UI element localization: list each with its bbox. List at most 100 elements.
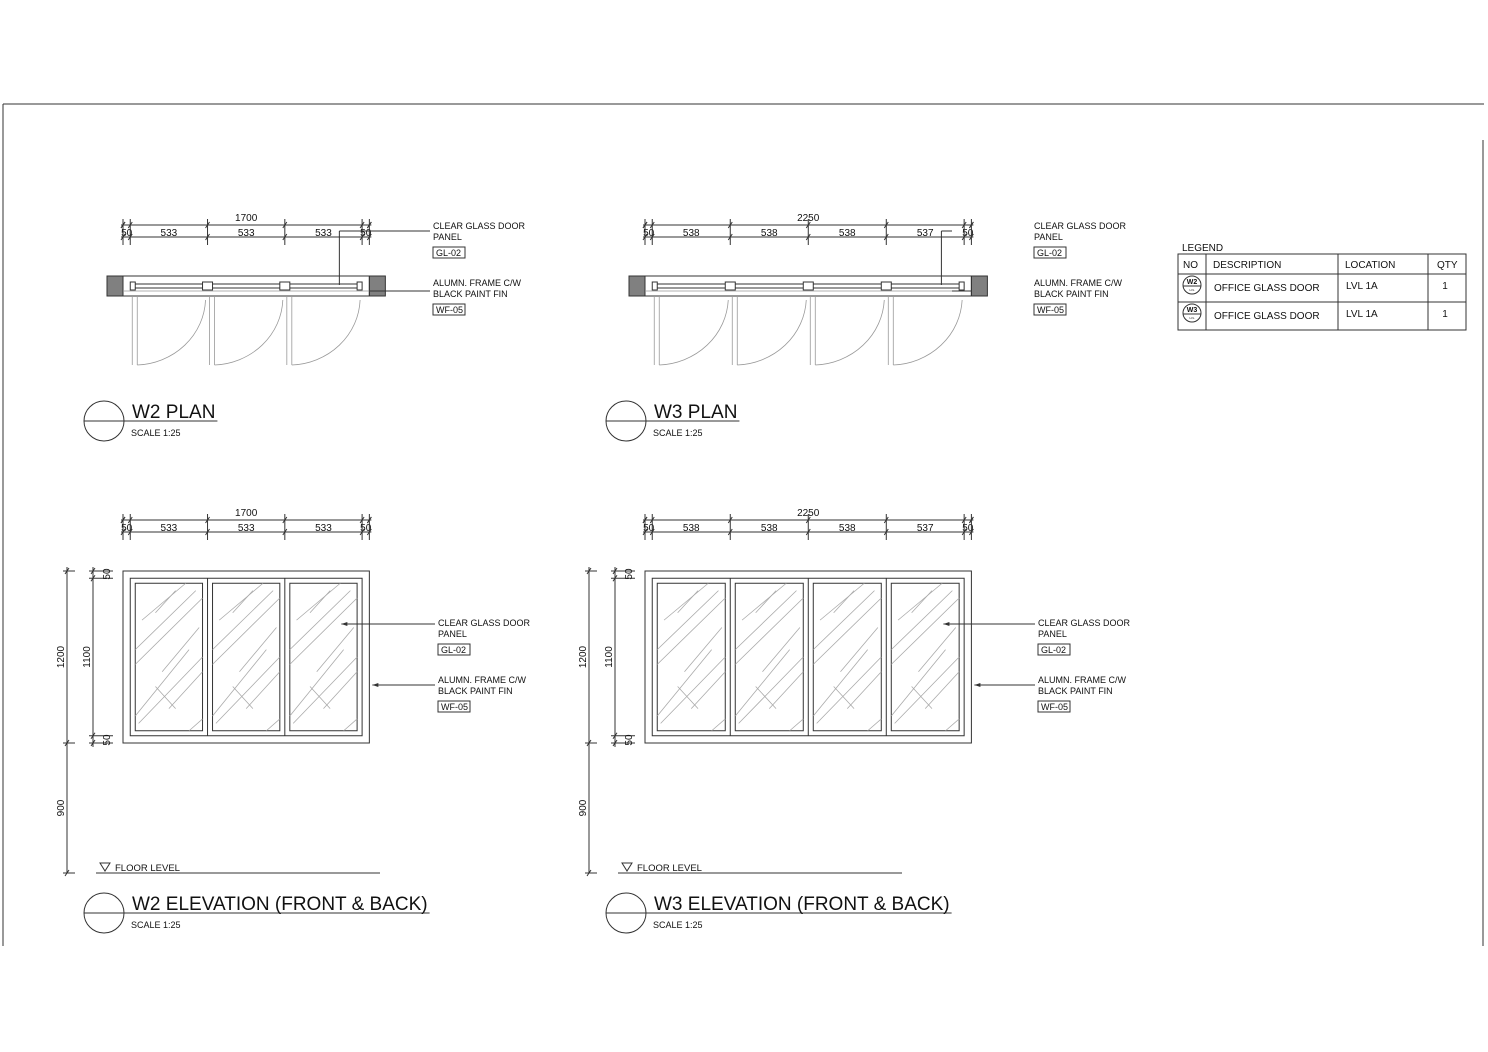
glass-hatch: [741, 582, 787, 621]
glass-code-box: [1037, 643, 1071, 656]
mullion: [129, 281, 136, 291]
tag-number: W3: [1187, 307, 1198, 314]
floor-level-label: FLOOR LEVEL: [637, 863, 702, 874]
dimension-tick: [649, 516, 655, 524]
glass-code: GL-02: [1037, 248, 1062, 258]
dimension-tick: [282, 516, 288, 524]
legend-title: LEGEND: [1182, 243, 1223, 254]
glass-hatch: [911, 686, 933, 709]
segment-width-label: 50: [121, 523, 133, 534]
glass-hatch: [656, 597, 726, 665]
mullion: [356, 281, 363, 291]
glass-hatch: [755, 590, 777, 614]
glass-hatch: [734, 649, 790, 717]
segment-width-label: 537: [917, 228, 934, 239]
elevation-inner-frame: [129, 577, 363, 737]
glass-hatch: [245, 671, 281, 709]
glass-hatch: [134, 590, 197, 650]
frame-code-box: [1037, 700, 1071, 713]
height-total-label: 1200: [578, 645, 589, 668]
glass-hatch: [816, 656, 882, 724]
door-swing-arc: [137, 299, 206, 366]
segment-width-label: 538: [683, 228, 700, 239]
elevation-outer-frame: [122, 570, 370, 744]
dimension-tick: [359, 221, 365, 229]
glass-height-label: 1100: [604, 646, 615, 668]
glass-hatch: [212, 649, 267, 717]
glass-hatch: [677, 590, 699, 614]
floor-level-label: FLOOR LEVEL: [115, 863, 180, 874]
glass-hatch: [232, 590, 254, 614]
door-swing-arc: [214, 299, 284, 366]
door-swing-arc: [737, 299, 807, 366]
glass-hatch: [867, 718, 882, 732]
mullion: [202, 281, 214, 291]
glass-hatch: [918, 627, 957, 673]
glass-hatch: [155, 590, 176, 614]
dimension-tick: [727, 221, 733, 229]
glass-hatch: [677, 686, 699, 709]
floor-level-icon: [99, 862, 111, 872]
drawing-scale: SCALE 1:25: [653, 428, 703, 438]
glass-hatch: [789, 718, 804, 732]
dimension-tick: [205, 516, 210, 524]
glass-hatch: [924, 671, 960, 709]
dimension-tick: [120, 221, 126, 229]
legend-header-description: DESCRIPTION: [1213, 260, 1281, 271]
glass-hatch: [316, 627, 355, 673]
glass-hatch: [663, 582, 709, 621]
glass-hatch: [232, 686, 254, 709]
drawing-scale: SCALE 1:25: [131, 428, 181, 438]
window-tag-icon: [1182, 275, 1202, 295]
plan-frame: [122, 275, 370, 297]
frame-code-box: [437, 700, 471, 713]
mullion: [724, 281, 736, 291]
segment-width-label: 50: [643, 228, 655, 239]
glass-hatch: [343, 718, 358, 732]
glass-hatch: [309, 686, 331, 709]
frame-code-box: [1033, 303, 1067, 316]
dimension-tick: [366, 221, 372, 229]
frame-code: WF-05: [441, 702, 468, 712]
glass-hatch: [289, 590, 351, 650]
glass-hatch: [141, 582, 186, 621]
frame-note-line2: BLACK PAINT FIN: [438, 686, 513, 696]
glass-hatch: [891, 597, 960, 665]
top-frame-height-label: 50: [102, 568, 113, 580]
segment-width-label: 533: [161, 523, 178, 534]
top-frame-height-label: 50: [624, 568, 635, 580]
segment-width-label: 50: [962, 523, 974, 534]
segment-width-label: 50: [643, 523, 655, 534]
glass-hatch: [215, 656, 281, 724]
glass-note-line2: PANEL: [438, 629, 467, 639]
segment-width-label: 538: [839, 228, 856, 239]
glass-hatch: [134, 597, 203, 665]
glass-hatch: [734, 590, 797, 650]
leader-arrow-icon: [372, 683, 379, 687]
glass-hatch: [134, 649, 190, 717]
glass-hatch: [212, 597, 281, 665]
glass-hatch: [812, 649, 868, 717]
frame-code-box: [432, 303, 466, 316]
glass-hatch: [188, 718, 203, 732]
overall-width-label: 2250: [797, 213, 820, 224]
glass-hatch: [812, 597, 882, 665]
glass-hatch: [212, 590, 274, 650]
glass-hatch: [296, 582, 341, 621]
legend-description: OFFICE GLASS DOOR: [1214, 311, 1320, 322]
segment-width-label: 50: [360, 228, 372, 239]
glass-note-line1: CLEAR GLASS DOOR: [438, 618, 531, 628]
dimension-tick: [883, 516, 889, 524]
glass-note-line1: CLEAR GLASS DOOR: [1038, 618, 1131, 628]
dimension-tick: [649, 221, 655, 229]
segment-width-label: 538: [761, 228, 778, 239]
frame-note-line1: ALUMN. FRAME C/W: [433, 278, 522, 288]
dimension-tick: [120, 516, 126, 524]
glass-code: GL-02: [436, 248, 461, 258]
legend-location: LVL 1A: [1346, 281, 1378, 292]
glass-hatch: [819, 582, 865, 621]
dimension-tick: [359, 516, 365, 524]
